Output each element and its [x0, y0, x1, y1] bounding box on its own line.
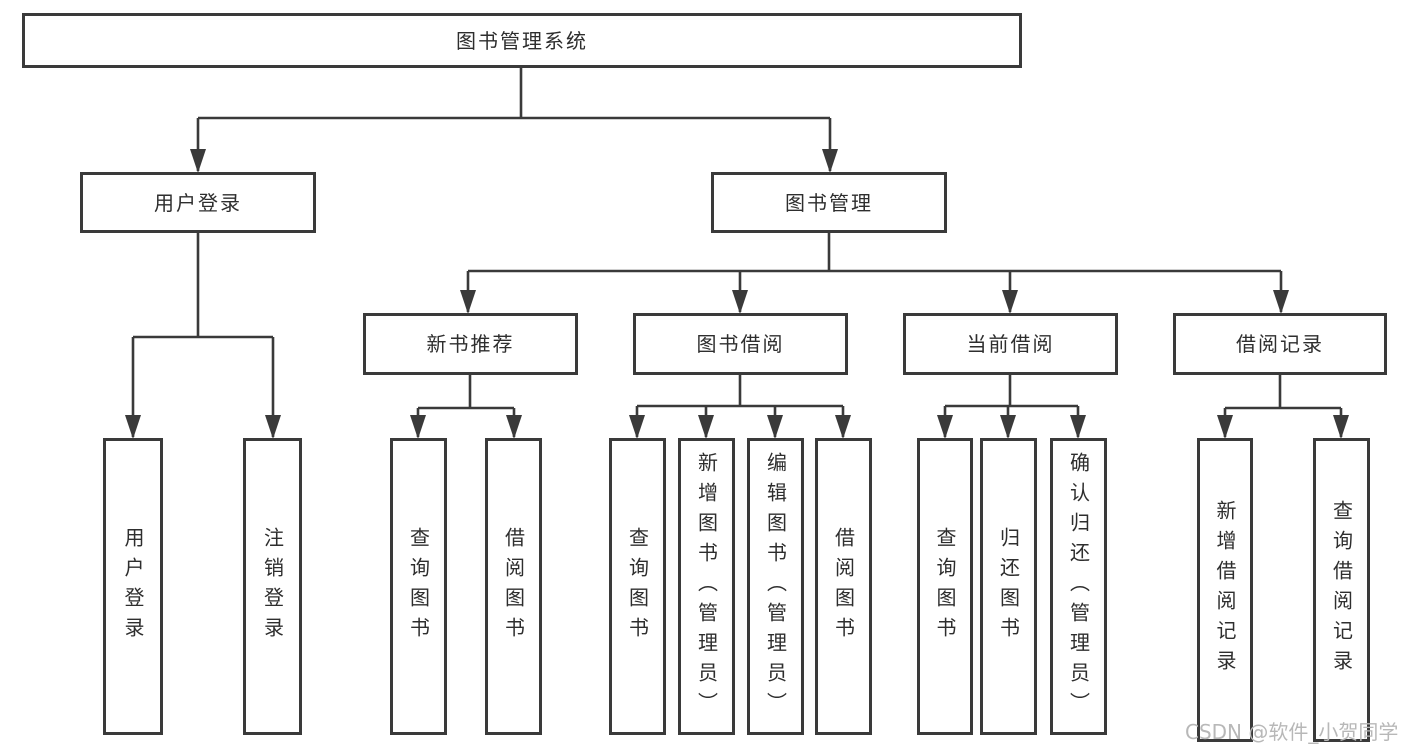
leaf-logout-label: 注销登录 — [260, 526, 285, 647]
leaf-confirm-return-admin: 确认归还（管理员） — [1050, 438, 1107, 735]
leaf-query-books-current-label: 查询图书 — [933, 526, 957, 647]
node-new-book-recommend: 新书推荐 — [363, 313, 578, 375]
node-new-book-recommend-label: 新书推荐 — [426, 332, 515, 356]
node-current-borrow-label: 当前借阅 — [966, 332, 1055, 356]
leaf-logout: 注销登录 — [243, 438, 302, 735]
leaf-query-books-rec: 查询图书 — [390, 438, 447, 735]
node-library-system: 图书管理系统 — [22, 13, 1022, 68]
leaf-query-borrow-record-label: 查询借阅记录 — [1329, 500, 1354, 680]
leaf-query-borrow-record: 查询借阅记录 — [1313, 438, 1370, 742]
connector-trunks — [133, 68, 1341, 410]
leaf-add-book-admin: 新增图书（管理员） — [678, 438, 735, 735]
node-borrow-records-label: 借阅记录 — [1236, 332, 1324, 356]
leaf-borrow-books: 借阅图书 — [815, 438, 872, 735]
leaf-return-books: 归还图书 — [980, 438, 1037, 735]
leaf-add-book-admin-label: 新增图书（管理员） — [694, 451, 719, 722]
node-user-login-branch-label: 用户登录 — [154, 190, 242, 215]
leaf-edit-book-admin: 编辑图书（管理员） — [747, 438, 804, 735]
leaf-query-books-current: 查询图书 — [917, 438, 973, 735]
node-library-system-label: 图书管理系统 — [456, 28, 588, 53]
leaf-user-login-label: 用户登录 — [121, 526, 145, 647]
node-book-management-label: 图书管理 — [785, 190, 873, 215]
leaf-borrow-books-label: 借阅图书 — [831, 526, 856, 647]
leaf-add-borrow-record-label: 新增借阅记录 — [1213, 500, 1237, 680]
leaf-query-books-borrow-label: 查询图书 — [625, 526, 650, 647]
node-borrow-records: 借阅记录 — [1173, 313, 1387, 375]
leaf-query-books-rec-label: 查询图书 — [406, 526, 431, 647]
node-book-borrow-label: 图书借阅 — [696, 332, 785, 356]
node-book-management: 图书管理 — [711, 172, 947, 233]
leaf-return-books-label: 归还图书 — [996, 526, 1021, 647]
leaf-edit-book-admin-label: 编辑图书（管理员） — [763, 451, 788, 722]
leaf-add-borrow-record: 新增借阅记录 — [1197, 438, 1253, 742]
node-book-borrow: 图书借阅 — [633, 313, 848, 375]
leaf-confirm-return-admin-label: 确认归还（管理员） — [1066, 451, 1091, 722]
node-user-login-branch: 用户登录 — [80, 172, 316, 233]
csdn-watermark: CSDN @软件_小贺同学 — [1185, 720, 1399, 744]
leaf-user-login: 用户登录 — [103, 438, 163, 735]
leaf-borrow-books-rec: 借阅图书 — [485, 438, 542, 735]
leaf-query-books-borrow: 查询图书 — [609, 438, 666, 735]
node-current-borrow: 当前借阅 — [903, 313, 1118, 375]
leaf-borrow-books-rec-label: 借阅图书 — [501, 526, 526, 647]
